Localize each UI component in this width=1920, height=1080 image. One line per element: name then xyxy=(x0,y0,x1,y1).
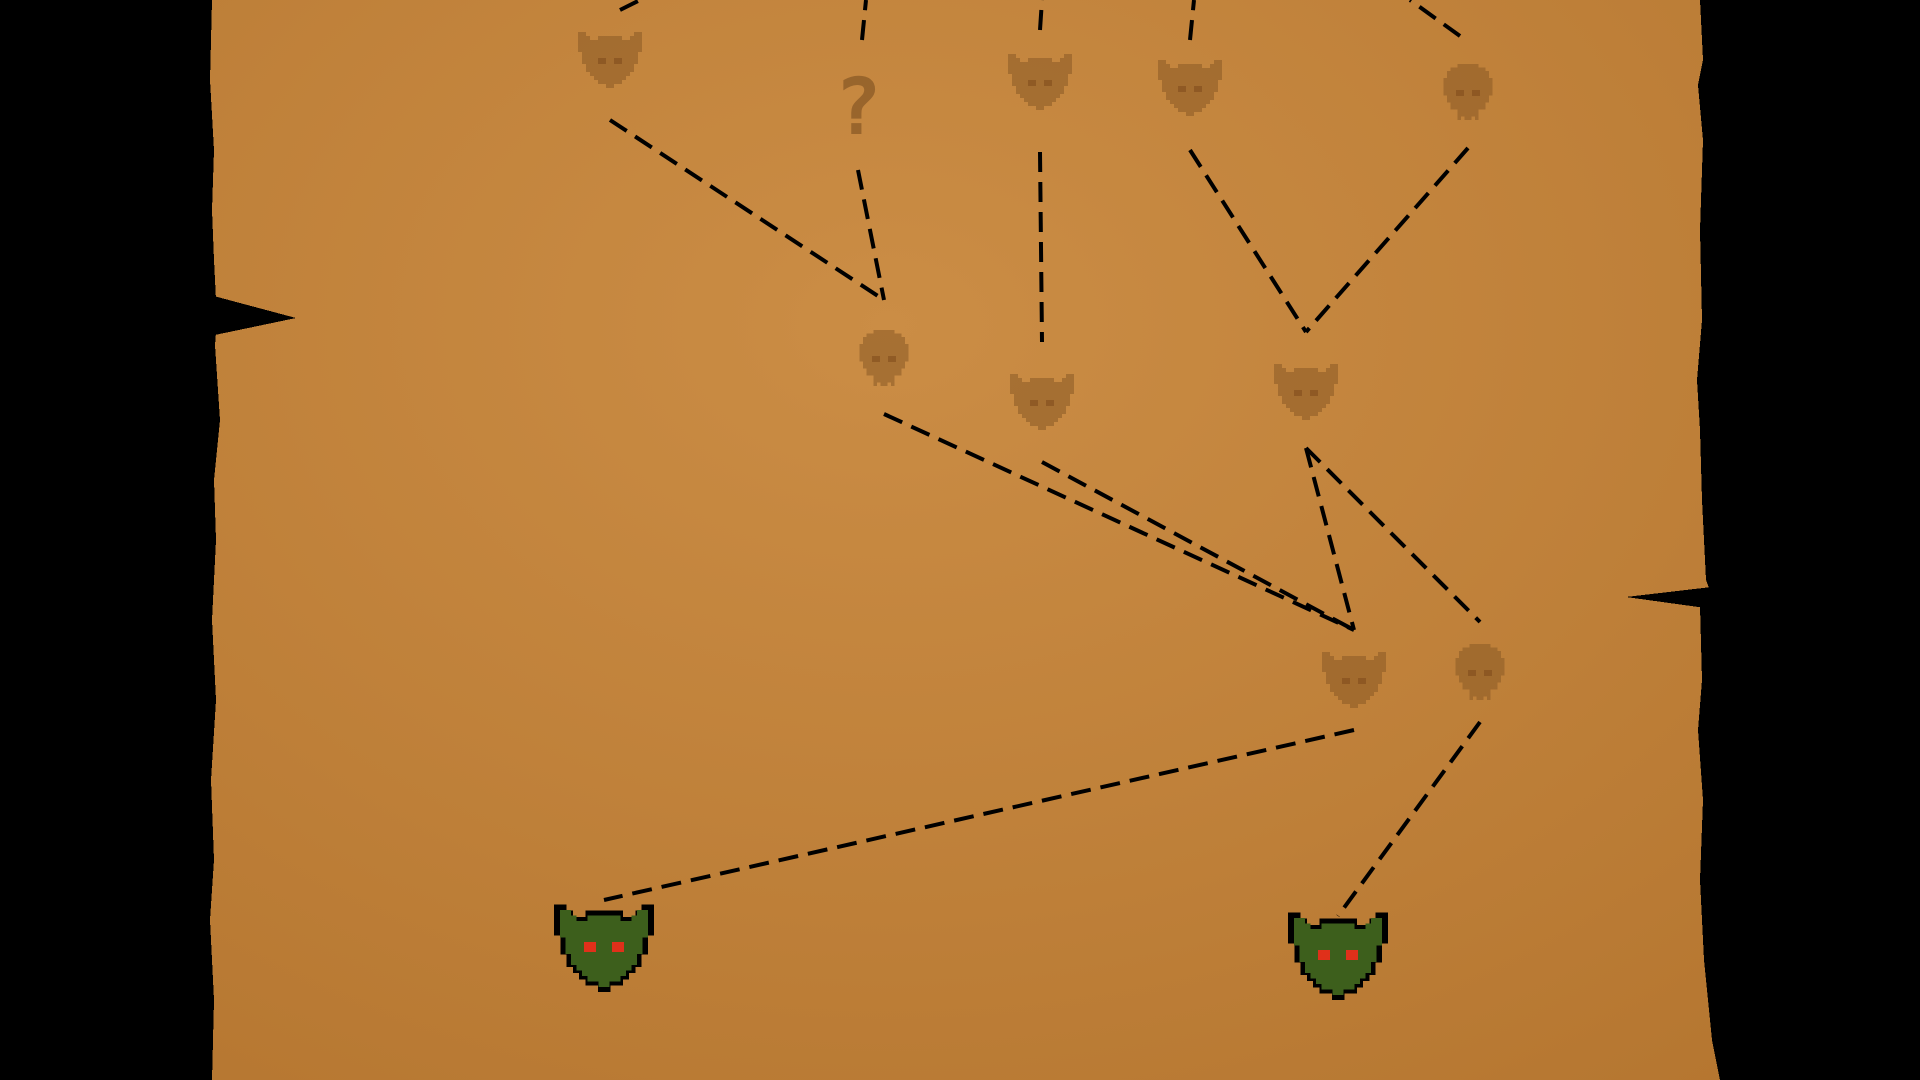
map-paths xyxy=(603,0,1482,918)
map-node-demon-enemy xyxy=(1010,374,1074,430)
parchment-map xyxy=(210,0,1720,1080)
map-path-offscreen xyxy=(1038,0,1044,31)
goblin-eye-right xyxy=(612,942,624,952)
map-node-elite-skull xyxy=(1455,644,1505,700)
faded-eye xyxy=(872,356,880,362)
faded-eye xyxy=(598,58,606,64)
map-path-n6-n9 xyxy=(883,412,1355,632)
map-path-offscreen xyxy=(860,0,868,41)
map-nodes: ? xyxy=(554,32,1505,1000)
map-path-n8-n9 xyxy=(1304,447,1356,631)
goblin-eye-right xyxy=(1346,950,1358,960)
map-node-unknown-event: ? xyxy=(835,63,882,153)
map-path-offscreen xyxy=(619,0,641,12)
faded-eye xyxy=(888,356,896,362)
map-path-n9-n11 xyxy=(603,728,1355,902)
map-path-n3-n7 xyxy=(1038,151,1044,343)
map-path-offscreen xyxy=(1188,0,1196,41)
goblin-eye-left xyxy=(1318,950,1330,960)
faded-eye xyxy=(1294,390,1302,396)
map-path-n4-n8 xyxy=(1188,148,1308,334)
faded-eye xyxy=(1044,80,1052,86)
map-path-n5-n8 xyxy=(1304,146,1470,334)
map-path-n2-n6 xyxy=(856,169,886,301)
map-node-elite-skull xyxy=(859,330,909,386)
faded-eye xyxy=(1030,400,1038,406)
parchment-tear-left xyxy=(210,295,296,336)
parchment-tear-right xyxy=(1626,586,1720,610)
map-node-demon-enemy xyxy=(1158,60,1222,116)
map-node-goblin-enemy[interactable] xyxy=(1288,912,1388,1000)
faded-eye xyxy=(1178,86,1186,92)
goblin-eye-left xyxy=(584,942,596,952)
map-node-goblin-enemy[interactable] xyxy=(554,904,654,992)
faded-eye xyxy=(1358,678,1366,684)
faded-eye xyxy=(614,58,622,64)
map-path-offscreen xyxy=(1408,0,1462,38)
parchment-sheet xyxy=(210,0,1720,1080)
faded-eye xyxy=(1484,670,1492,676)
faded-eye xyxy=(1468,670,1476,676)
faded-eye xyxy=(1456,90,1464,96)
map-path-n10-n12 xyxy=(1336,720,1482,918)
map-path-n8-n10 xyxy=(1304,446,1482,624)
map-node-demon-enemy xyxy=(1274,364,1338,420)
faded-eye xyxy=(1046,400,1054,406)
faded-eye xyxy=(1310,390,1318,396)
question-mark-icon: ? xyxy=(835,63,882,153)
faded-eye xyxy=(1472,90,1480,96)
faded-eye xyxy=(1342,678,1350,684)
map-node-demon-enemy xyxy=(1322,652,1386,708)
faded-eye xyxy=(1194,86,1202,92)
faded-eye xyxy=(1028,80,1036,86)
map-path-n1-n6 xyxy=(608,118,886,302)
map-node-skull-enemy xyxy=(578,32,642,88)
map-node-elite-skull xyxy=(1443,64,1493,120)
map-node-demon-enemy xyxy=(1008,54,1072,110)
